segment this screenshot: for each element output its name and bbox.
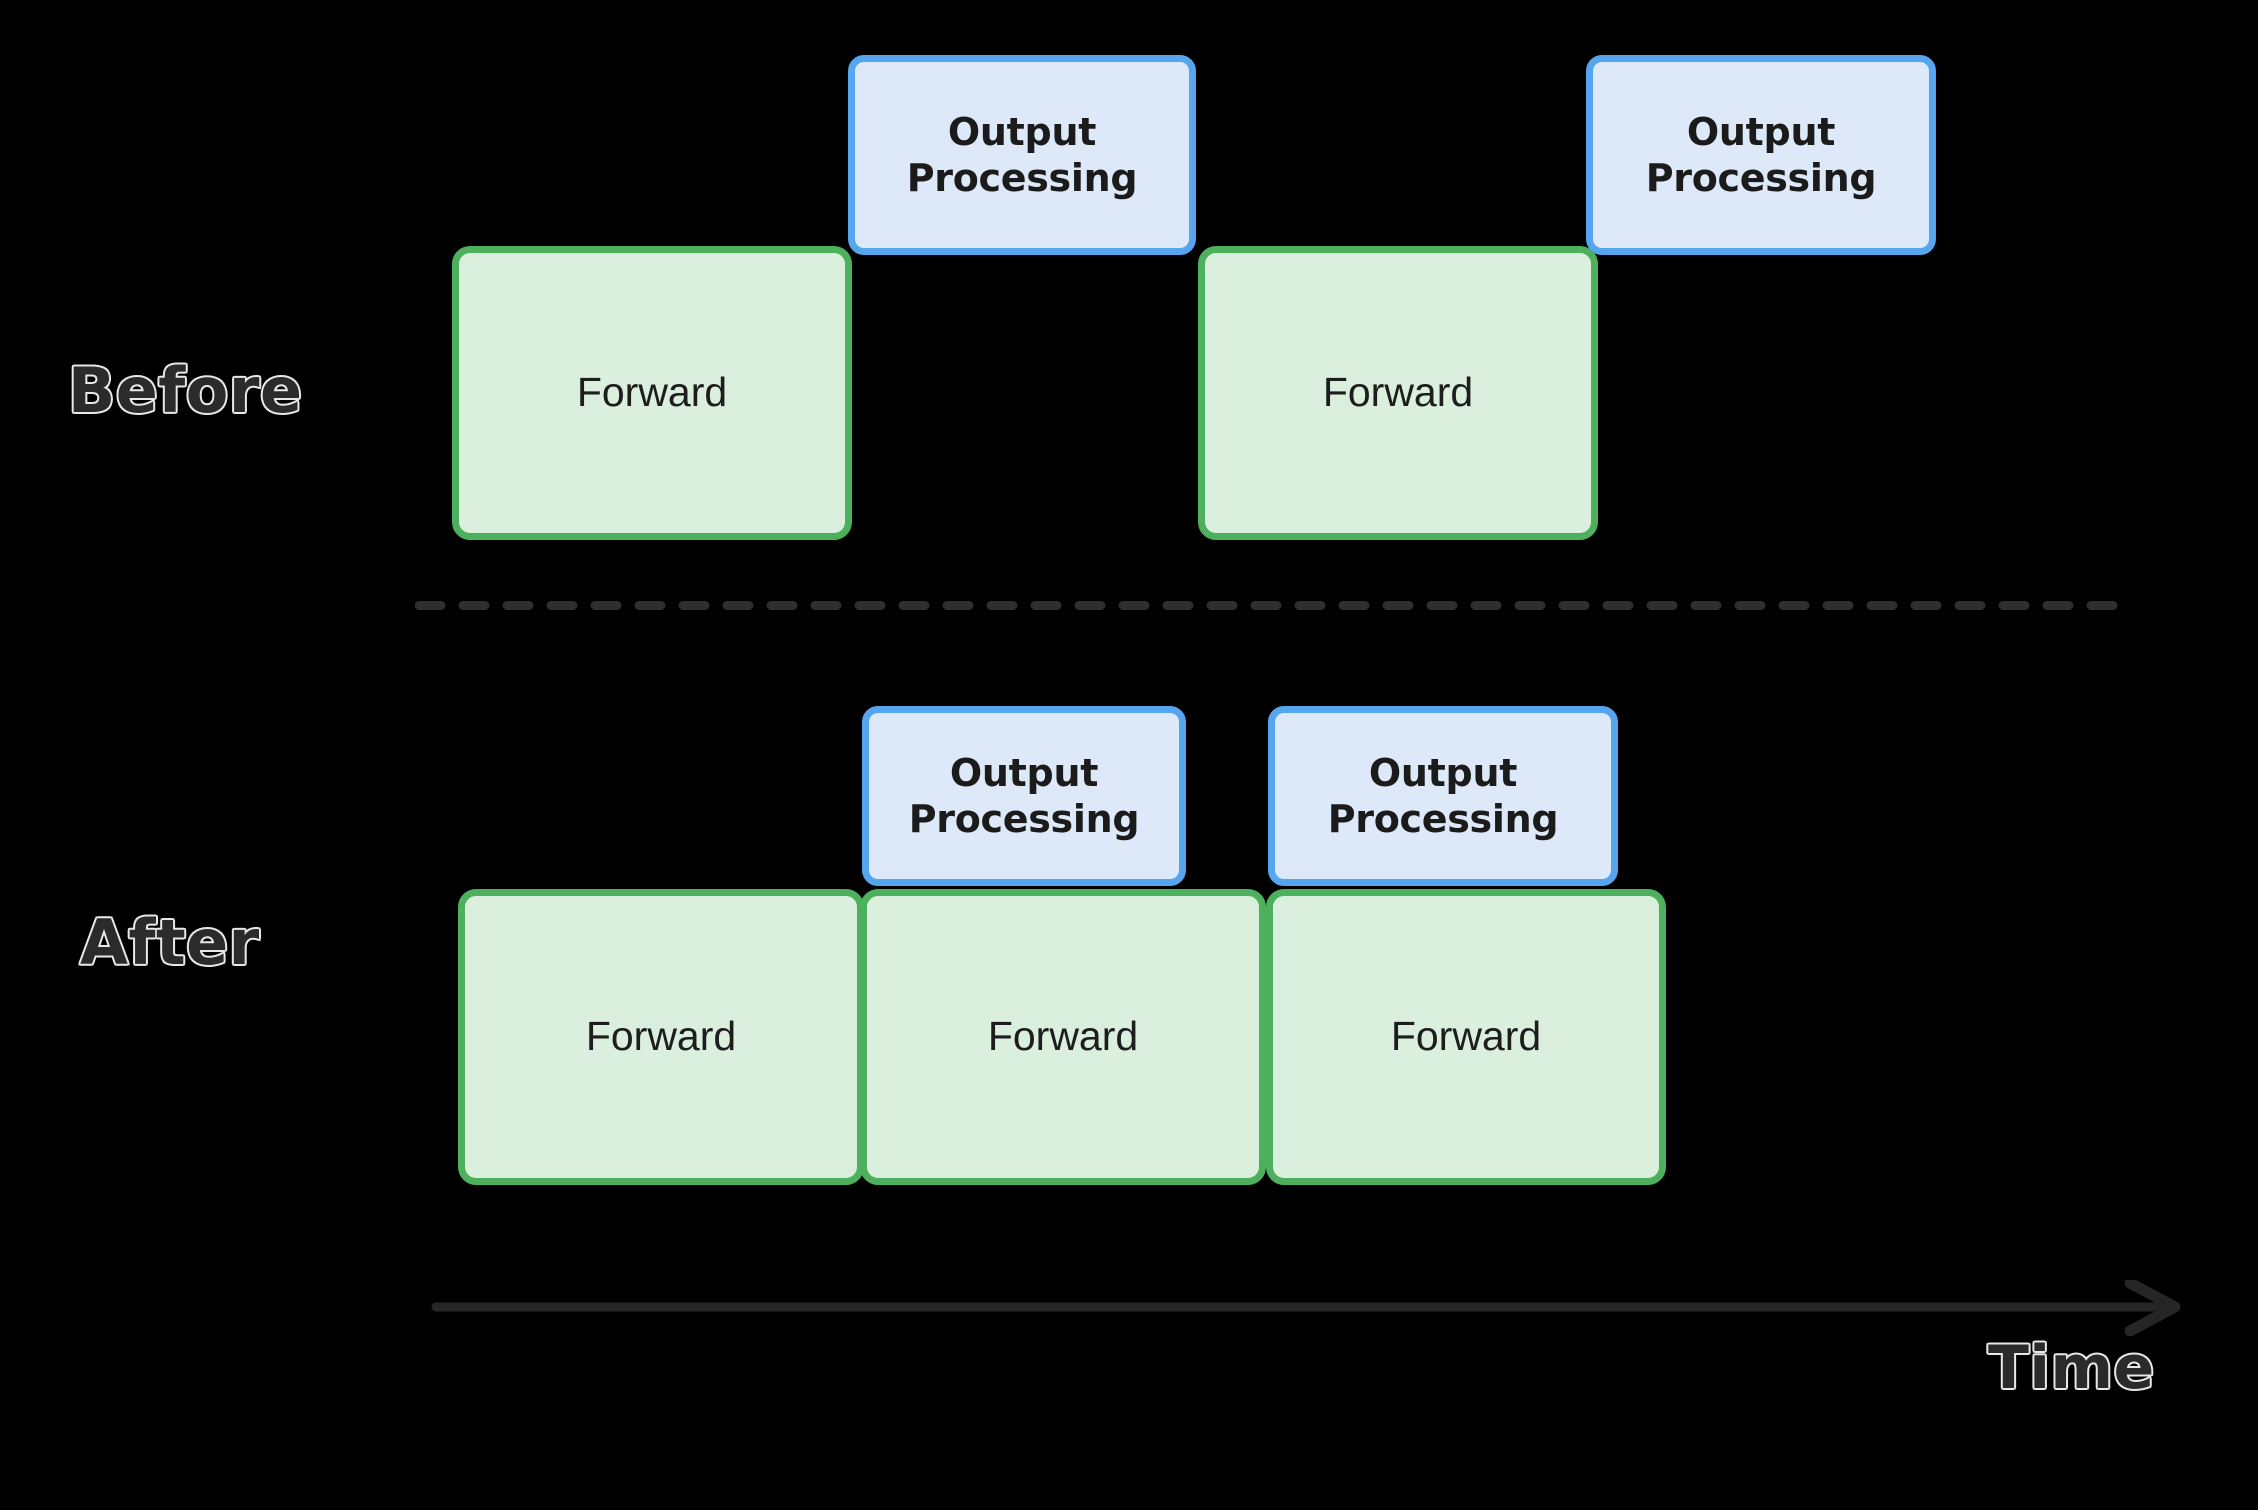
after-forward-box-2: Forward (860, 889, 1266, 1185)
box-label-line-1: Output (1368, 750, 1518, 795)
box-label-line-1: Output (1686, 109, 1836, 154)
box-label-line-2: Processing (906, 156, 1138, 200)
row-label-before: Before (67, 354, 304, 427)
right-chevron-icon (2124, 1280, 2181, 1336)
box-label: Forward (585, 1013, 737, 1060)
box-label-line-2: Processing (908, 797, 1140, 841)
box-label-line-2: Processing (1327, 797, 1559, 841)
before-forward-box-2: Forward (1198, 246, 1598, 540)
box-label: Forward (576, 369, 728, 416)
box-label: Forward (1390, 1013, 1542, 1060)
box-label: Output Processing (909, 750, 1140, 843)
box-label: Forward (1322, 369, 1474, 416)
box-label: Forward (987, 1013, 1139, 1060)
row-label-after: After (79, 906, 261, 979)
section-divider (415, 601, 2127, 610)
after-forward-box-1: Forward (458, 889, 864, 1185)
box-label: Output Processing (1646, 109, 1877, 202)
after-output-processing-box-1: Output Processing (862, 706, 1186, 886)
before-output-processing-box-1: Output Processing (848, 55, 1196, 255)
box-label: Output Processing (1328, 750, 1559, 843)
time-axis (430, 1280, 2190, 1336)
box-label-line-1: Output (949, 750, 1099, 795)
box-label: Output Processing (907, 109, 1138, 202)
before-forward-box-1: Forward (452, 246, 852, 540)
after-forward-box-3: Forward (1266, 889, 1666, 1185)
time-axis-label: Time (1987, 1333, 2156, 1403)
box-label-line-1: Output (947, 109, 1097, 154)
box-label-line-2: Processing (1645, 156, 1877, 200)
after-output-processing-box-2: Output Processing (1268, 706, 1618, 886)
before-output-processing-box-2: Output Processing (1586, 55, 1936, 255)
